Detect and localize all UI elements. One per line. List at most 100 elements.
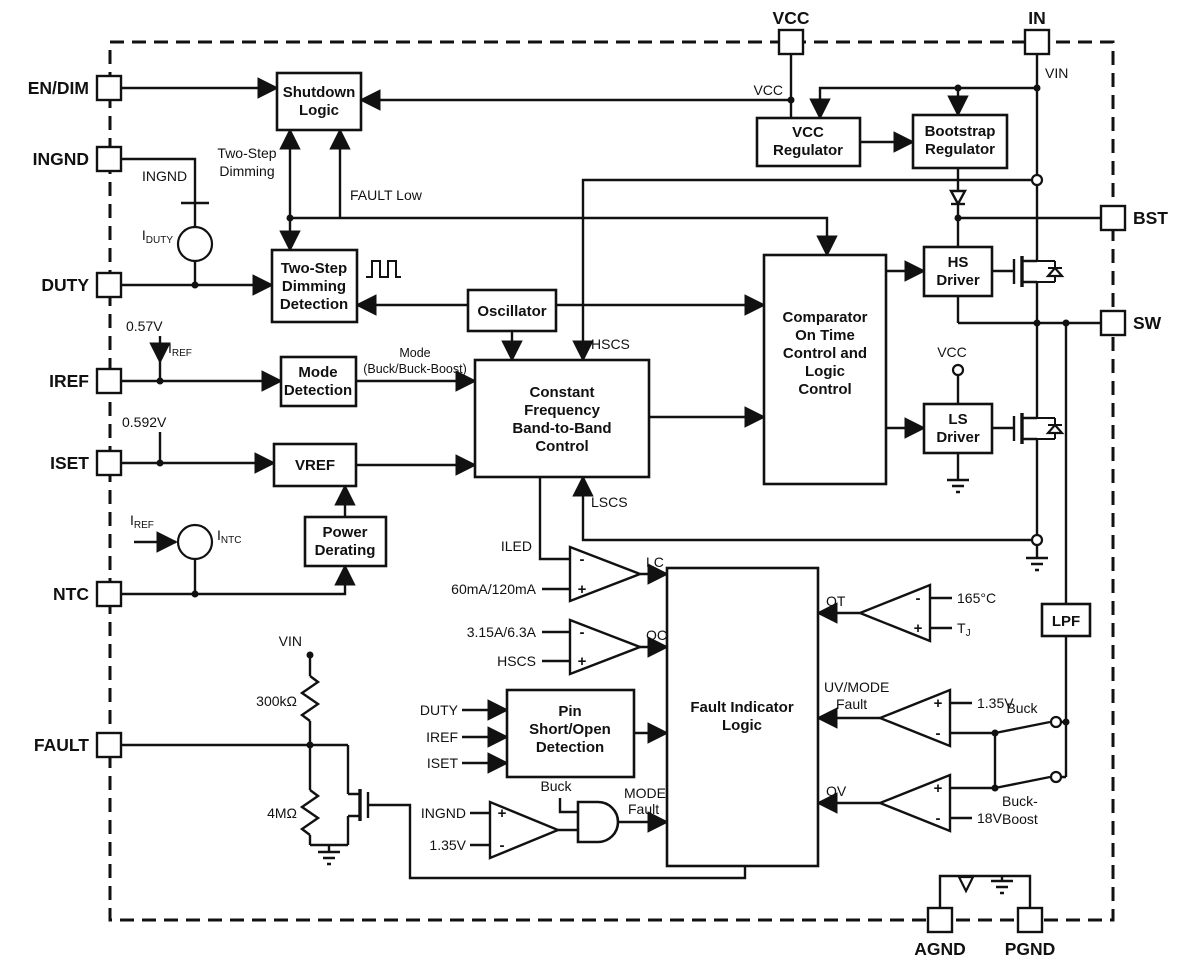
resistor-300k [299,675,321,722]
label-r300k: 300kΩ [256,693,297,709]
vcc-terminal-ls-driver [951,363,965,377]
comparator-ov: + - [876,773,952,833]
block-label: Driver [936,272,980,289]
comparator-uv: + - [876,688,952,748]
label-oc-threshold: 3.15A/6.3A [467,624,537,640]
wire-lc-inputs [538,477,570,591]
block-label: Power [322,524,367,541]
pin-iset: ISET [50,449,123,477]
mosfet-fault-pulldown [346,745,370,845]
pin-duty: DUTY [41,271,123,299]
block-label: Shutdown [283,84,355,101]
pin-label: AGND [914,939,966,959]
block-label: Two-Step [281,260,347,277]
agnd-arrow-symbol [957,875,975,894]
switch-buck-boost [994,770,1063,790]
resistor-4m [299,789,321,836]
plus-sign: + [914,620,923,637]
label-cmp-135: 1.35V [429,837,466,853]
block-comparator-on-time-control: Comparator On Time Control and Logic Con… [762,253,888,486]
label-two-step-1: Two-Step [217,145,276,161]
label-uv-1: UV/MODE [824,679,889,695]
block-label: Constant [530,384,595,401]
label-vcc-rail: VCC [753,82,783,98]
label-i-duty: IDUTY [142,227,173,246]
label-mode-2: (Buck/Buck-Boost) [363,362,467,376]
label-uv-2: Fault [836,696,867,712]
wire-sw-net [956,282,1101,418]
nets [121,54,1101,908]
block-label: LS [948,411,967,428]
current-source-intc [176,523,214,561]
label-hscs-oc: HSCS [497,653,536,669]
minus-sign: - [500,837,505,854]
label-mode-fault-1: MODE [624,785,666,801]
switch-buck [994,715,1063,735]
minus-sign: - [936,725,941,742]
block-label: Short/Open [529,721,611,738]
block-constant-frequency-control: Constant Frequency Band-to-Band Control [473,358,651,479]
label-ref-0592: 0.592V [122,414,167,430]
chip-boundary [108,40,1115,922]
pin-label: NTC [53,584,89,604]
label-mode-1: Mode [399,346,430,360]
block-label: Fault Indicator [690,699,794,716]
label-cmp-ingnd: INGND [421,805,466,821]
function-blocks: Shutdown Logic VCC Regulator Bootstrap R… [270,71,1092,868]
pin-label: BST [1133,208,1168,228]
block-label: On Time [795,327,855,344]
comparator-oc: - + [568,618,644,676]
wire-labels: VIN VCC Two-Step Dimming INGND FAULT Low… [122,65,1068,853]
block-label: Control [535,438,588,455]
plus-sign: + [934,695,943,712]
ground-ls-driver [947,478,969,494]
ground-agnd-pgnd [991,879,1013,895]
lscs-sense-node [1030,533,1044,547]
block-label: Detection [284,382,352,399]
devices [176,173,1065,895]
block-label: VREF [295,457,335,474]
block-label: Logic [722,717,762,734]
pin-in: IN [1023,8,1051,56]
label-i-ref-ntc: IREF [130,512,154,531]
mosfet-ls [992,413,1065,444]
block-label: Dimming [282,278,346,295]
pin-label: PGND [1005,939,1056,959]
block-vcc-regulator: VCC Regulator [755,116,862,168]
pin-label: SW [1133,313,1162,333]
current-source-iduty [176,225,214,263]
label-led-current: 60mA/120mA [451,581,536,597]
arrow-hscs-cf [572,178,1032,362]
pin-label: INGND [33,149,89,169]
arrow-vin-vcc-regulator [809,86,1037,120]
mosfet-hs [992,256,1065,287]
label-ov-threshold: 18V [977,810,1003,826]
label-r4m: 4MΩ [267,805,297,821]
minus-sign: - [580,624,585,641]
block-label: Regulator [773,142,843,159]
wire-uv-ov-select [950,731,997,790]
label-two-step-2: Dimming [219,163,274,179]
wire-buck-cmp-inputs [470,811,490,847]
block-label: Pin [558,703,581,720]
label-ps-duty: DUTY [420,702,459,718]
hscs-sense-node [1030,173,1044,187]
ground-ls-fet [1026,556,1048,572]
block-label: Derating [315,542,376,559]
label-vin-divider: VIN [279,633,302,649]
pin-label: DUTY [41,275,89,295]
label-switch-buck: Buck [1006,700,1038,716]
minus-sign: - [580,551,585,568]
comparator-ot: - + [856,583,932,643]
pins: EN/DIM INGND DUTY IREF ISET NTC FAULT V [28,8,1169,959]
pin-fault: FAULT [34,731,123,759]
wire-divider [308,655,348,852]
block-lpf: LPF [1040,602,1092,638]
block-mode-detection: Mode Detection [279,355,358,408]
block-ls-driver: LS Driver [922,402,994,455]
block-label: VCC [792,124,824,141]
pin-label: ISET [50,453,89,473]
block-bootstrap-regulator: Bootstrap Regulator [911,113,1009,170]
pin-sw: SW [1099,309,1162,337]
wire-ingnd-rail [121,157,209,285]
